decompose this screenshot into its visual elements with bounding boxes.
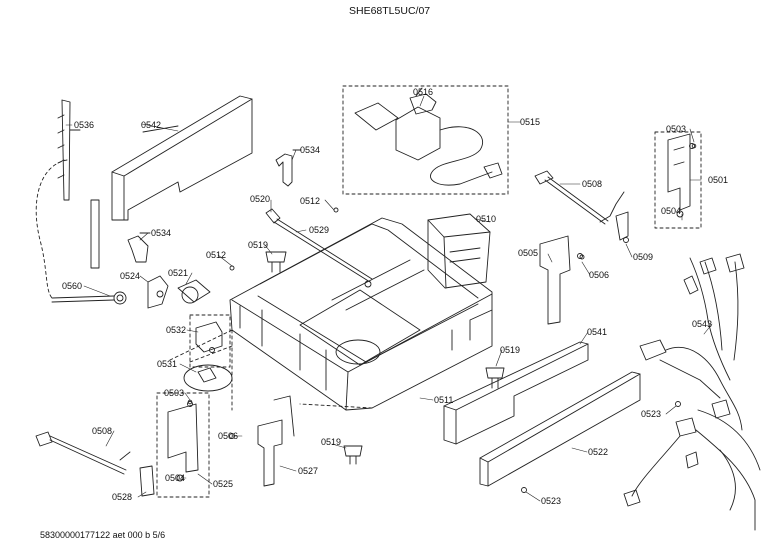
part-0534-clip-left: [127, 232, 151, 263]
callout-0536: 0536: [74, 120, 95, 130]
part-0503-screw-a: [691, 143, 697, 149]
part-0523-screw-b: [521, 487, 527, 493]
assembly-dashline-left: [35, 159, 68, 299]
part-0515-group-box: [342, 85, 509, 195]
callout-0532: 0532: [166, 325, 187, 335]
part-0527-bracket: [229, 395, 295, 487]
callout-0521: 0521: [168, 268, 189, 278]
callout-0543: 0543: [692, 319, 713, 329]
callout-0511: 0511: [434, 395, 454, 405]
part-0519-foot-a: [265, 251, 287, 273]
part-0522-panel: [479, 371, 641, 487]
part-0541-panel: [443, 341, 589, 445]
callout-leaders: [65, 95, 713, 502]
part-0529-rod: [265, 208, 373, 288]
callout-0541: 0541: [587, 327, 608, 337]
callout-0519-a: 0519: [248, 240, 269, 250]
part-0505-bracket: [539, 235, 583, 325]
part-0512-screw-a: [333, 207, 339, 213]
part-0543-harness: [623, 253, 761, 531]
footer-doc-number: 58300000177122 aet 000 b 5/6: [40, 530, 166, 540]
callout-0529: 0529: [309, 225, 330, 235]
callout-0520: 0520: [250, 194, 271, 204]
callout-0504-top: 0504: [661, 206, 682, 216]
part-0523-screw-a: [675, 401, 681, 407]
callout-0515: 0515: [520, 117, 541, 127]
part-0560-hose: [51, 291, 127, 305]
callout-0508-top: 0508: [582, 179, 603, 189]
part-0531-float: [183, 364, 233, 392]
callout-0528: 0528: [112, 492, 133, 502]
part-0519-foot-c: [343, 445, 363, 465]
part-0509-screw: [623, 237, 629, 243]
callout-0519-c: 0519: [321, 437, 342, 447]
part-0510-module: [427, 213, 491, 289]
callout-0503-top: 0503: [666, 124, 687, 134]
assembly-dashline-tray: [169, 329, 373, 411]
part-0508-rod-bottom: [35, 431, 155, 497]
callout-0516: 0516: [413, 87, 434, 97]
callout-0560: 0560: [62, 281, 83, 291]
callout-0510: 0510: [476, 214, 497, 224]
part-0534-clip-top: [275, 149, 302, 187]
callout-0542: 0542: [141, 120, 162, 130]
callout-0504-bottom: 0504: [165, 473, 186, 483]
part-0531-532-group-box: [189, 314, 231, 368]
part-0501-bracket: [667, 133, 695, 218]
callout-0503-bottom: 0503: [164, 388, 185, 398]
part-0508-rod-top: [534, 170, 629, 241]
part-0511-base-frame: [229, 217, 493, 411]
part-0524-holder: [147, 275, 169, 309]
diagram-title: SHE68TL5UC/07: [349, 5, 431, 17]
callout-0522: 0522: [588, 447, 609, 457]
part-0516-pump: [354, 87, 503, 186]
part-0521-valve: [177, 279, 211, 304]
callout-0508-bottom: 0508: [92, 426, 113, 436]
part-0542-strip: [111, 95, 253, 221]
part-0506-screw: [579, 254, 585, 260]
part-0532-switch: [195, 321, 223, 353]
callout-0534-left: 0534: [151, 228, 172, 238]
callout-0519-b: 0519: [500, 345, 521, 355]
callout-0523-right: 0523: [641, 409, 662, 419]
callout-0523-bottom: 0523: [541, 496, 562, 506]
callout-0512-a: 0512: [300, 196, 321, 206]
callout-0506-bottom: 0506: [218, 431, 239, 441]
callout-0509: 0509: [633, 252, 654, 262]
part-0512-screw-b: [229, 265, 235, 271]
callout-0531: 0531: [157, 359, 178, 369]
callout-0501: 0501: [708, 175, 729, 185]
callout-0525: 0525: [213, 479, 234, 489]
callout-0505: 0505: [518, 248, 539, 258]
part-0525-bracket: [167, 401, 199, 482]
part-0536-rod: [57, 99, 100, 269]
callout-0506-top: 0506: [589, 270, 610, 280]
part-0525-group-box: [156, 392, 210, 498]
part-0501-group-box: [654, 131, 702, 229]
callout-0512-b: 0512: [206, 250, 227, 260]
callout-0524: 0524: [120, 271, 141, 281]
callout-0527: 0527: [298, 466, 319, 476]
callout-0534-top: 0534: [300, 145, 321, 155]
